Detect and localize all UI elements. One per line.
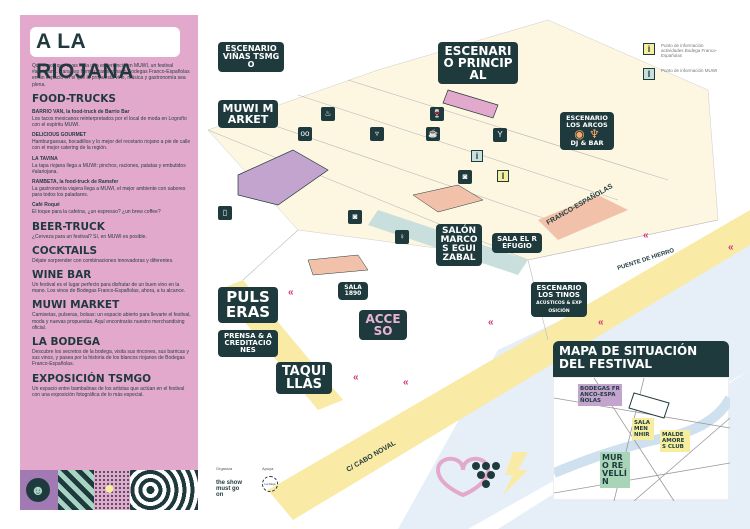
principal-stage-area	[442, 89, 499, 119]
inset-tag-bodegas: BODEGAS FRANCO-ESPAÑOLAS	[578, 384, 622, 406]
stage-arcos-title: ESCENARIO LOS ARCOS	[566, 114, 608, 129]
sala-1890-label: SALA 1890	[338, 282, 368, 300]
salon-area	[412, 184, 484, 213]
intro-text: Queremos que vivas toda una experiencia …	[32, 63, 190, 88]
legend-muwi-icon: I	[643, 68, 655, 80]
item-text: El toque para la cafeína, ¿un espresso? …	[32, 209, 161, 216]
section-heading: BEER-TRUCK	[32, 220, 105, 233]
organiza-logo: the show must go on	[216, 480, 243, 498]
grape-logo	[472, 462, 500, 488]
cocktail-icon[interactable]: ▿	[370, 127, 384, 141]
item-text: La tapa riojana llega a MUWI: pinchos, r…	[32, 162, 186, 175]
item-text: Camisetas, pulseras, bolsas: un espacio …	[32, 312, 191, 331]
section-heading: EXPOSICIÓN TSMGO	[32, 372, 152, 385]
item-name: BARRIO VAN, la food-truck de Barrio Bar	[32, 108, 130, 115]
refugio-label: SALA EL REFUGIO	[492, 233, 542, 253]
sections: FOOD-TRUCKS BARRIO VAN, la food-truck de …	[32, 93, 192, 398]
item-text: La gastronomía viajera llega a MUWI, el …	[32, 186, 186, 199]
section-heading: MUWI MARKET	[32, 299, 120, 312]
sala1890-area	[307, 254, 369, 276]
arrow: «	[488, 317, 494, 328]
stage-tinos-title: ESCENARIO LOS TINOS	[536, 284, 582, 299]
camera-icon-2[interactable]: ◙	[458, 170, 472, 184]
grape-icon: ●	[94, 470, 130, 510]
festival-map: ««««««« C/ CABO NOVAL PUENTE DE HIERRO F…	[198, 0, 750, 529]
stage-arcos-sub: DJ & BAR	[570, 139, 604, 147]
vinyl-icon: ◉ ♆	[574, 127, 600, 141]
stripe-pattern	[58, 470, 94, 510]
info-point-bodega-icon[interactable]: I	[497, 170, 509, 182]
brand-icons	[435, 456, 491, 498]
item-text: Los tacos mexicanos reinterpretados por …	[32, 115, 187, 129]
item-text: Hamburguesas, bocadillos y lo mejor del …	[32, 139, 191, 152]
stage-principal-label: ESCENARIO PRINCIPAL	[438, 42, 518, 84]
legend-muwi-text: Punto de información MUWI	[661, 68, 718, 73]
wine-glass-icon[interactable]: Y	[493, 128, 507, 142]
trash-icon[interactable]: ▯	[218, 206, 232, 220]
arrows: « « « « « « «	[288, 230, 734, 388]
section-heading: FOOD-TRUCKS	[32, 92, 116, 105]
smiley-icon: ☻	[20, 470, 58, 510]
inset-title: MAPA DE SITUACIÓN DEL FESTIVAL	[553, 341, 729, 377]
apoya-logo: La Rioja	[262, 476, 278, 492]
item-text: Un festival es el lugar perfecto para di…	[32, 282, 186, 295]
inset-tag-muro-revellin: MURO REVELLÍN	[600, 452, 630, 488]
item-name: Café Roqué	[32, 202, 60, 209]
item-text: Descubre los secretos de la bodega, visi…	[32, 349, 190, 368]
item-name: RAMBETA, la food-truck de Ramsfer	[32, 179, 119, 186]
info-point-muwi-icon[interactable]: i	[471, 150, 483, 162]
item-text: ¿Cerveza para un festival? Sí, en MUWI e…	[32, 233, 147, 240]
item-text: Un espacio entre bambalinas de los artis…	[32, 385, 185, 398]
section-heading: LA BODEGA	[32, 336, 101, 349]
wave-pattern	[130, 470, 198, 510]
arrow: «	[288, 287, 294, 298]
stage-tinos-label: ESCENARIO LOS TINOS ACÚSTICOS & EXPOSICIÓ…	[531, 282, 587, 317]
item-name: DELICIOUS GOURMET	[32, 132, 87, 139]
panel-title: A LA RIOJANA	[30, 27, 180, 83]
muwi-market-label: MUWI MARKET	[218, 100, 278, 128]
inset-tag-sala-mennhir: SALA MENNHIR	[632, 418, 654, 440]
arrow: «	[403, 377, 409, 388]
restroom-icon[interactable]: ♀	[395, 230, 409, 244]
item-text: Déjate sorprender con combinaciones inno…	[32, 257, 174, 264]
arrow: «	[353, 372, 359, 383]
salon-label: SALÓN MARCOS EGUIZABAL	[436, 224, 482, 266]
arrow: «	[598, 317, 604, 328]
item-name: LA TAVINA	[32, 155, 58, 162]
food-icon[interactable]: ☕	[426, 127, 440, 141]
drink-icon[interactable]: ♨	[321, 107, 335, 121]
organiza-label: Organiza	[216, 466, 233, 471]
wine-icon[interactable]: 🍷	[430, 107, 444, 121]
arrow: «	[643, 230, 649, 241]
pulseras-label: PULSERAS	[218, 287, 278, 323]
acceso-label: ACCESO	[359, 310, 407, 340]
bolt-logo	[503, 452, 528, 495]
inset-tag-malde-amores: MALDE AMORES CLUB	[660, 430, 690, 452]
prensa-label: PRENSA & ACREDITACIONES	[218, 330, 278, 357]
muwi-market-area	[237, 149, 329, 206]
stage-arcos-label: ESCENARIO LOS ARCOS◉ ♆DJ & BAR	[560, 112, 614, 150]
pattern-strip: ☻ ●	[20, 470, 198, 510]
glasses-icon[interactable]: oo	[298, 127, 312, 141]
legend-bodega-icon: i	[643, 43, 655, 55]
arrow: «	[728, 242, 734, 253]
apoya-label: Apoya	[262, 466, 274, 471]
section-heading: COCKTAILS	[32, 244, 98, 257]
cabo-noval-road	[268, 210, 750, 520]
camera-icon[interactable]: ◙	[348, 210, 362, 224]
section-heading: WINE BAR	[32, 269, 92, 282]
taquillas-label: TAQUILLAS	[276, 362, 332, 394]
stage-tinos-sub: ACÚSTICOS & EXPOSICIÓN	[536, 301, 582, 314]
franco-espanolas-area	[538, 195, 628, 240]
stage-vinas-label: ESCENARIO VIÑAS TSMGO	[218, 42, 284, 72]
panel-content: Queremos que vivas toda una experiencia …	[32, 62, 192, 398]
info-panel: A LA RIOJANA Queremos que vivas toda una…	[20, 15, 198, 510]
legend-bodega-text: Punto de información actividades Bodega …	[661, 43, 718, 58]
